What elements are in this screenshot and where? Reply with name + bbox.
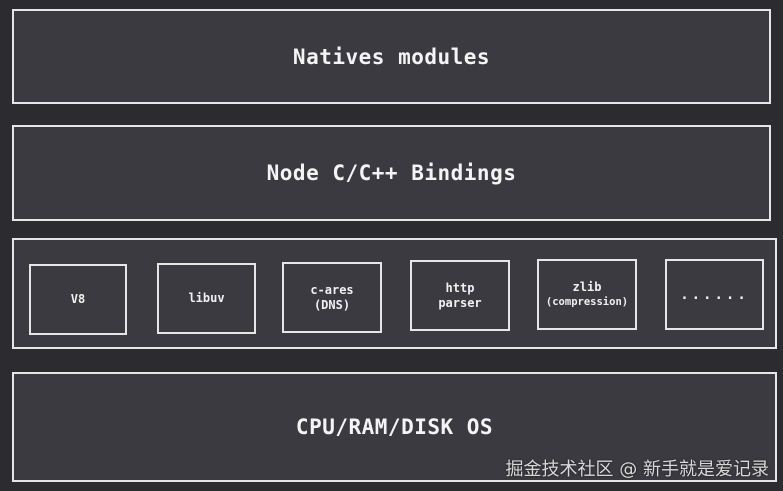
natives-modules-title: Natives modules [292,44,491,69]
module-libuv-label: libuv [188,291,225,305]
natives-modules-layer: Natives modules [12,9,771,104]
module-zlib: zlib (compression) [537,259,637,330]
module-v8: V8 [29,264,127,335]
module-c-ares-sublabel: (DNS) [313,297,351,312]
module-http-label: http [445,280,475,295]
bindings-title: Node C/C++ Bindings [266,161,517,185]
module-zlib-sublabel: (compression) [545,295,629,308]
module-more: ...... [665,259,764,330]
dependencies-layer [12,238,777,349]
os-title: CPU/RAM/DISK OS [295,415,494,439]
module-more-label: ...... [680,286,749,303]
watermark: 掘金技术社区 @ 新手就是爱记录 [505,459,769,480]
module-c-ares-label: c-ares [310,282,354,297]
module-c-ares: c-ares (DNS) [282,262,382,333]
module-libuv: libuv [157,263,256,334]
module-zlib-label: zlib [572,279,602,294]
module-http-parser: http parser [410,260,510,331]
os-layer: CPU/RAM/DISK OS [12,372,777,482]
module-parser-label: parser [438,295,482,310]
bindings-layer: Node C/C++ Bindings [12,125,771,221]
module-v8-label: V8 [70,292,86,306]
